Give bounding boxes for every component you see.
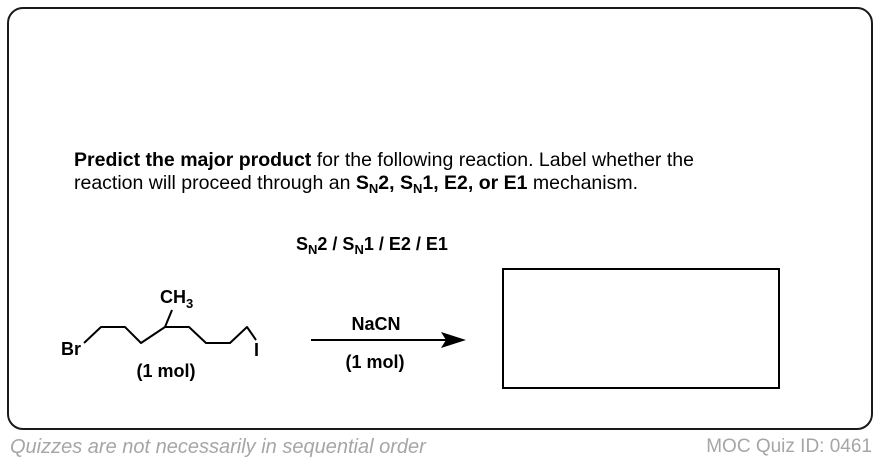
question-text-2: reaction will proceed through an xyxy=(74,172,356,194)
question-text: Predict the major product for the follow… xyxy=(74,149,834,195)
reagent-amount: (1 mol) xyxy=(345,352,404,372)
mech-sn1-s: S xyxy=(399,172,413,194)
option-sn1-sub: N xyxy=(354,242,364,257)
iodine-label: I xyxy=(254,340,259,360)
quiz-id: MOC Quiz ID: 0461 xyxy=(706,436,872,457)
mechanism-options: SN2 / SN1 / E2 / E1 xyxy=(296,234,448,257)
mechanism-list: SN2, SN1, E2, or E1 xyxy=(355,172,528,196)
substrate-amount: (1 mol) xyxy=(136,361,195,381)
methyl-label: CH3 xyxy=(160,287,193,311)
answer-box[interactable] xyxy=(502,268,780,389)
option-sn2-sub: N xyxy=(308,242,318,257)
mech-sn1-rest: 1, E2, or E1 xyxy=(422,172,528,194)
mech-sn2-rest: 2, xyxy=(378,172,400,194)
question-bold-lead: Predict the major product xyxy=(74,149,312,171)
methyl-sub: 3 xyxy=(186,296,193,311)
methyl-ch: CH xyxy=(160,287,186,307)
arrow-head-icon xyxy=(441,332,466,348)
carbon-chain-bond xyxy=(83,326,257,344)
question-text-3: mechanism. xyxy=(527,172,639,194)
bromine-label: Br xyxy=(61,339,81,359)
option-sn1-rest: 1 / E2 / E1 xyxy=(363,234,448,254)
mech-sn2-sub: N xyxy=(368,181,379,196)
mech-sn2-s: S xyxy=(355,172,369,194)
reagent-label: NaCN xyxy=(351,314,400,334)
mech-sn1-sub: N xyxy=(412,181,423,196)
question-text-1: for the following reaction. Label whethe… xyxy=(311,149,694,171)
option-sn2-rest: 2 / xyxy=(317,234,343,254)
footer-note: Quizzes are not necessarily in sequentia… xyxy=(10,436,426,458)
option-sn1-s: S xyxy=(342,234,355,254)
methyl-bond xyxy=(164,309,173,328)
option-sn2-s: S xyxy=(296,234,309,254)
